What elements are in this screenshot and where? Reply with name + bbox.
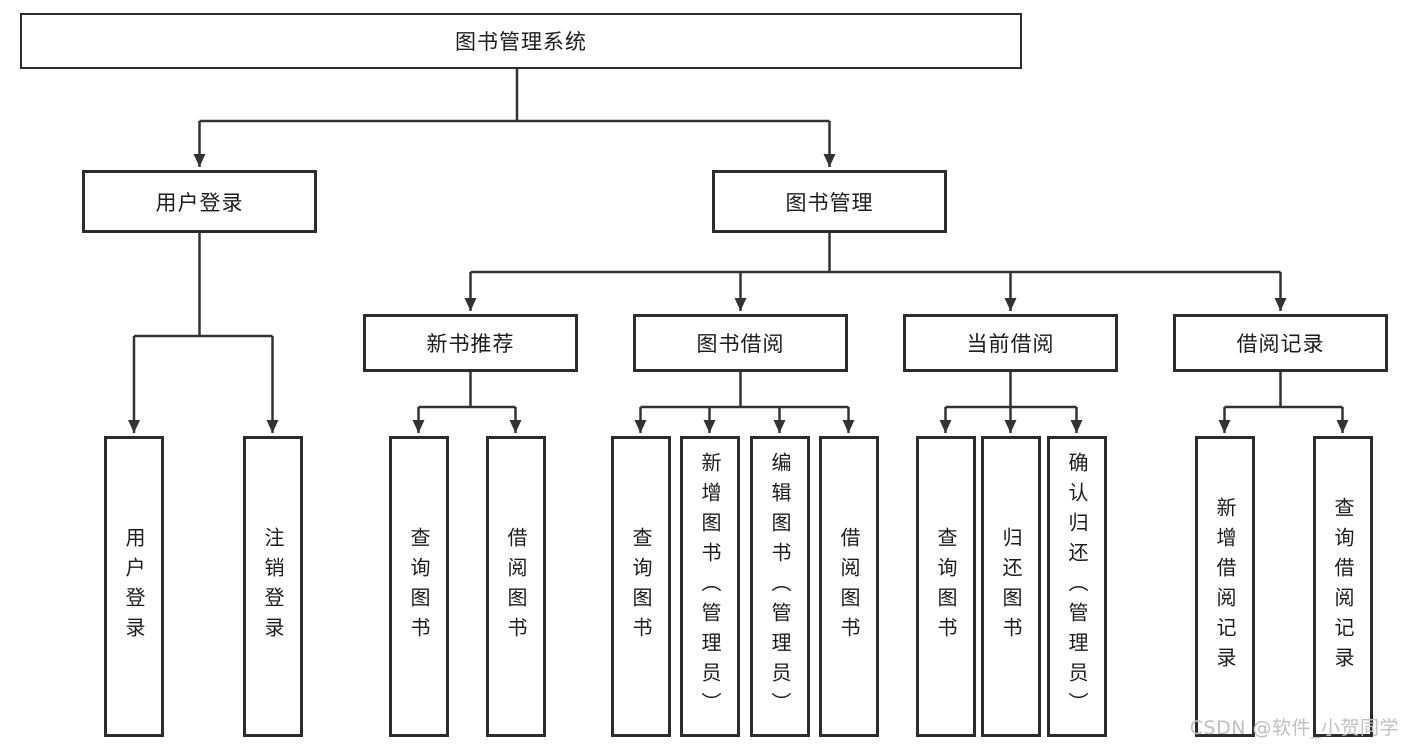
node-book-borrow: 图书借阅: [633, 314, 848, 372]
leaf-logout: 注销登录: [243, 436, 303, 737]
leaf-return-book-label: 归还图书: [999, 526, 1023, 647]
leaf-query-book-2-label: 查询图书: [629, 526, 653, 647]
leaf-query-book-1: 查询图书: [389, 436, 449, 737]
leaf-query-book-3: 查询图书: [916, 436, 976, 737]
connector-new-book-branch: [412, 372, 522, 433]
node-borrow-records: 借阅记录: [1173, 314, 1388, 372]
leaf-query-book-1-label: 查询图书: [407, 526, 431, 647]
leaf-user-login: 用户登录: [104, 436, 164, 737]
leaf-confirm-return-admin: 确认归还（管理员）: [1047, 436, 1107, 737]
leaf-borrow-book-1: 借阅图书: [486, 436, 546, 737]
leaf-user-login-label: 用户登录: [122, 526, 146, 647]
connector-current-borrow-branch: [939, 372, 1083, 433]
leaf-add-borrow-record: 新增借阅记录: [1195, 436, 1255, 737]
node-library-system: 图书管理系统: [20, 13, 1022, 69]
leaf-edit-book-admin-label: 编辑图书（管理员）: [768, 451, 792, 722]
node-current-borrow: 当前借阅: [903, 314, 1118, 372]
node-new-book-recommend: 新书推荐: [363, 314, 578, 372]
connector-book-mgmt-to-level3: [464, 233, 1287, 311]
node-current-borrow-label: 当前借阅: [966, 332, 1055, 356]
leaf-confirm-return-admin-label: 确认归还（管理员）: [1065, 451, 1089, 722]
leaf-query-book-3-label: 查询图书: [934, 526, 958, 647]
node-new-book-recommend-label: 新书推荐: [426, 332, 515, 356]
node-library-system-label: 图书管理系统: [455, 30, 587, 54]
leaf-borrow-book-2-label: 借阅图书: [837, 526, 861, 647]
node-user-login: 用户登录: [82, 170, 317, 233]
leaf-add-book-admin-label: 新增图书（管理员）: [698, 451, 722, 722]
leaf-edit-book-admin: 编辑图书（管理员）: [750, 436, 810, 737]
node-book-management-label: 图书管理: [785, 190, 874, 215]
node-book-management: 图书管理: [712, 170, 947, 233]
node-borrow-records-label: 借阅记录: [1236, 332, 1325, 356]
node-user-login-label: 用户登录: [155, 190, 244, 215]
leaf-logout-label: 注销登录: [261, 526, 285, 647]
leaf-query-book-2: 查询图书: [611, 436, 671, 737]
node-book-borrow-label: 图书借阅: [696, 332, 785, 356]
connector-root-to-level2: [193, 68, 836, 167]
leaf-add-book-admin: 新增图书（管理员）: [680, 436, 740, 737]
connector-user-login-branch: [128, 233, 279, 433]
leaf-query-borrow-record: 查询借阅记录: [1313, 436, 1373, 737]
leaf-return-book: 归还图书: [981, 436, 1041, 737]
leaf-borrow-book-2: 借阅图书: [819, 436, 879, 737]
watermark: CSDN @软件_小贺同学: [1189, 717, 1399, 739]
connector-borrow-records-branch: [1218, 372, 1349, 433]
connector-book-borrow-branch: [634, 372, 855, 433]
leaf-borrow-book-1-label: 借阅图书: [504, 526, 528, 647]
leaf-query-borrow-record-label: 查询借阅记录: [1331, 496, 1355, 677]
leaf-add-borrow-record-label: 新增借阅记录: [1213, 496, 1237, 677]
